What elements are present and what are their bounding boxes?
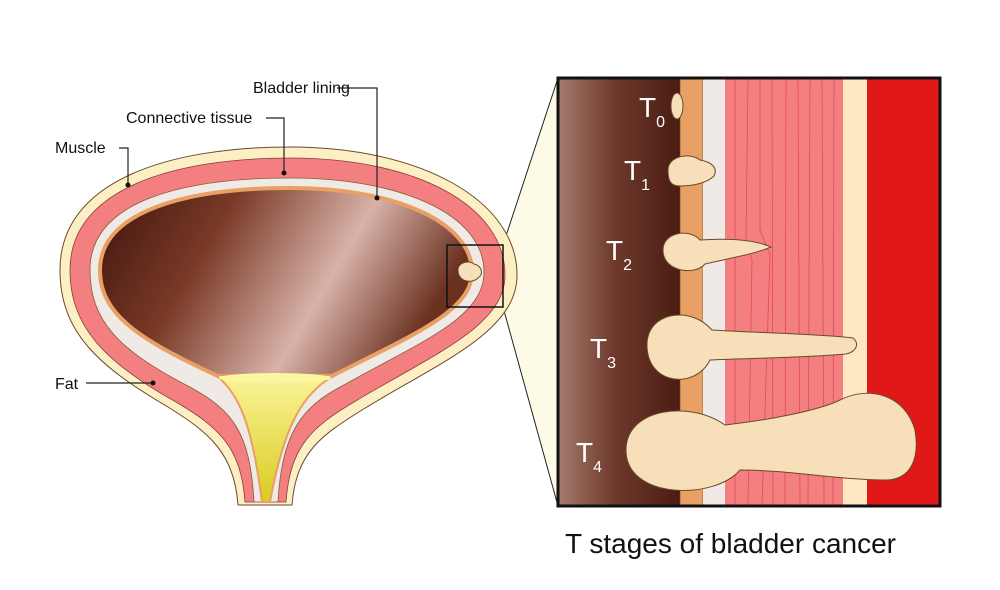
stage-label-t1: T1 (624, 155, 650, 194)
diagram-title: T stages of bladder cancer (565, 528, 896, 559)
tumor-small (457, 261, 482, 282)
stage-panel (556, 76, 942, 508)
stage-label-t0: T0 (639, 92, 665, 131)
urine (213, 374, 338, 503)
tumor-t0 (670, 92, 684, 120)
connective-band (703, 79, 725, 505)
leaders (86, 87, 380, 386)
label-connective-tissue: Connective tissue (126, 110, 252, 127)
bladder (59, 146, 518, 506)
label-muscle: Muscle (55, 140, 106, 157)
stage-label-t2: T2 (606, 235, 632, 274)
label-fat: Fat (55, 376, 79, 393)
tumor-t3 (646, 314, 857, 380)
tumor-t1 (667, 155, 716, 187)
stage-label-t4: T4 (576, 437, 602, 476)
stage-label-t3: T3 (590, 333, 616, 372)
zoom-box (446, 244, 504, 308)
panel-border (556, 76, 942, 508)
stage-labels: T0 T1 T2 T3 T4 (576, 92, 665, 476)
label-bladder-lining: Bladder lining (253, 80, 350, 97)
tumor-t4 (625, 392, 917, 491)
tumor-t2 (662, 232, 773, 272)
urine-surface (219, 373, 331, 383)
